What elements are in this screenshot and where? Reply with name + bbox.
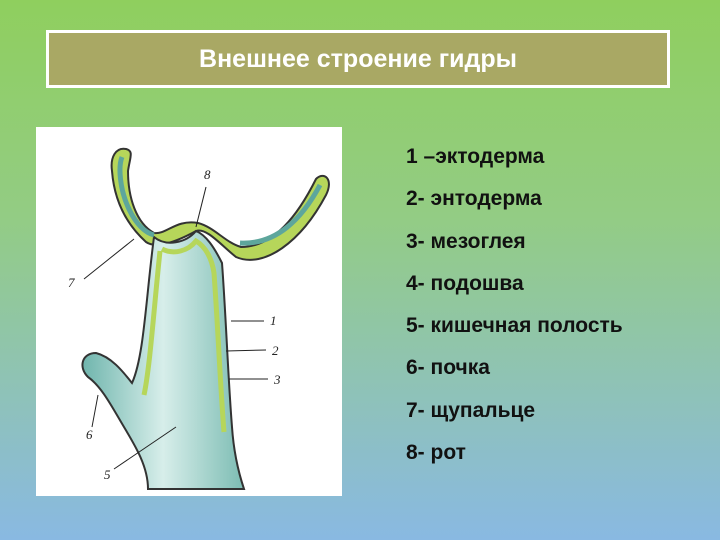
label-7: 7 — [68, 275, 75, 290]
legend-item-tentacle: 7- щупальце — [406, 398, 536, 422]
legend-item-mouth: 8- рот — [406, 441, 466, 465]
slide-title: Внешнее строение гидры — [199, 44, 517, 73]
endoderm-layer-left — [141, 250, 163, 396]
legend-list: 1 –эктодерма 2- энтодерма 3- мезоглея 4-… — [406, 143, 623, 481]
leader-line-7 — [83, 238, 135, 280]
leader-line-5 — [113, 426, 177, 470]
legend-item-ectoderm: 1 –эктодерма — [406, 145, 545, 168]
legend-item-endoderm: 2- энтодерма — [406, 187, 542, 211]
label-5: 5 — [104, 467, 111, 482]
leader-line-6 — [91, 394, 99, 428]
endoderm-layer — [160, 237, 227, 433]
leader-line-2 — [225, 349, 267, 352]
leader-line-8 — [195, 186, 207, 228]
legend-item-sole: 4- подошва — [406, 271, 524, 295]
legend-item-mesoglea: 3- мезоглея — [406, 229, 526, 253]
label-8: 8 — [204, 167, 211, 182]
legend-item-gut-cavity: 5- кишечная полость — [406, 314, 623, 338]
label-2: 2 — [272, 343, 279, 358]
tentacle-left-inner — [117, 156, 155, 238]
label-1: 1 — [270, 313, 277, 328]
title-banner: Внешнее строение гидры — [46, 30, 670, 88]
tentacle-right-inner — [239, 183, 323, 246]
hydra-diagram: 8 7 1 2 3 6 5 — [68, 147, 330, 490]
label-3: 3 — [273, 372, 281, 387]
hydra-body — [110, 147, 330, 261]
hydra-figure: 8 7 1 2 3 6 5 — [36, 127, 342, 496]
label-6: 6 — [86, 427, 93, 442]
legend-item-bud: 6- почка — [406, 356, 490, 380]
hydra-column — [81, 229, 246, 490]
